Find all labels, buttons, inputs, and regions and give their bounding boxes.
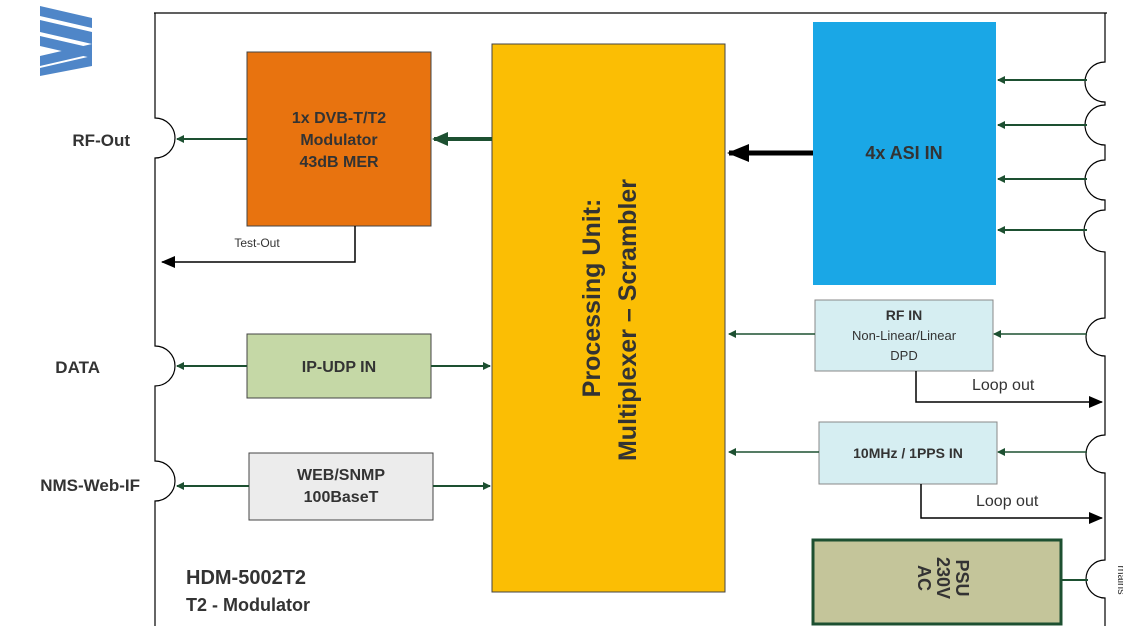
psu-line-1: PSU bbox=[952, 559, 972, 596]
arrow-test-out bbox=[161, 226, 356, 268]
port-label-data: DATA bbox=[55, 358, 100, 377]
port-label-nms-web-if: NMS-Web-IF bbox=[40, 476, 140, 495]
arrow-loop-out-2 bbox=[920, 484, 1103, 524]
psu-block: PSU 230V AC bbox=[811, 538, 1063, 626]
clock-in-label: 10MHz / 1PPS IN bbox=[853, 445, 963, 461]
arrow-loop-out-1 bbox=[915, 371, 1103, 408]
test-out-label: Test-Out bbox=[234, 236, 280, 250]
rf-in-block: RF IN Non-Linear/Linear DPD bbox=[814, 299, 994, 372]
rf-in-line-2: Non-Linear/Linear bbox=[852, 328, 957, 343]
processing-line-2: Multiplexer – Scrambler bbox=[614, 179, 642, 461]
rf-in-line-3: DPD bbox=[890, 348, 917, 363]
modulator-line-3: 43dB MER bbox=[299, 154, 379, 171]
psu-line-2: 230V bbox=[933, 557, 953, 599]
modulator-block: 1x DVB-T/T2 Modulator 43dB MER bbox=[246, 51, 432, 227]
double-chevron-logo bbox=[40, 6, 92, 76]
mains-label: mains bbox=[1115, 565, 1123, 595]
loop-out-2-label: Loop out bbox=[976, 493, 1039, 510]
rf-in-line-1: RF IN bbox=[886, 307, 923, 323]
processing-unit-block: Processing Unit: Multiplexer – Scrambler bbox=[491, 43, 726, 593]
processing-line-1: Processing Unit: bbox=[578, 199, 606, 398]
psu-line-3: AC bbox=[914, 565, 934, 591]
ip-udp-block: IP-UDP IN bbox=[246, 333, 432, 399]
loop-out-1-label: Loop out bbox=[972, 377, 1035, 394]
modulator-line-1: 1x DVB-T/T2 bbox=[292, 110, 386, 127]
enclosure-right-edge bbox=[1083, 13, 1106, 626]
device-model: HDM-5002T2 bbox=[186, 567, 306, 589]
asi-label: 4x ASI IN bbox=[865, 143, 942, 163]
web-snmp-block: WEB/SNMP 100BaseT bbox=[248, 452, 434, 521]
clock-in-block: 10MHz / 1PPS IN bbox=[818, 421, 998, 485]
web-snmp-line-2: 100BaseT bbox=[304, 489, 379, 506]
port-label-rf-out: RF-Out bbox=[72, 131, 130, 150]
web-snmp-line-1: WEB/SNMP bbox=[297, 467, 385, 484]
device-type: T2 - Modulator bbox=[186, 595, 310, 615]
enclosure-left-edge bbox=[154, 13, 176, 626]
modulator-line-2: Modulator bbox=[300, 132, 377, 149]
ip-udp-label: IP-UDP IN bbox=[302, 359, 376, 376]
asi-in-block: 4x ASI IN bbox=[813, 22, 996, 285]
